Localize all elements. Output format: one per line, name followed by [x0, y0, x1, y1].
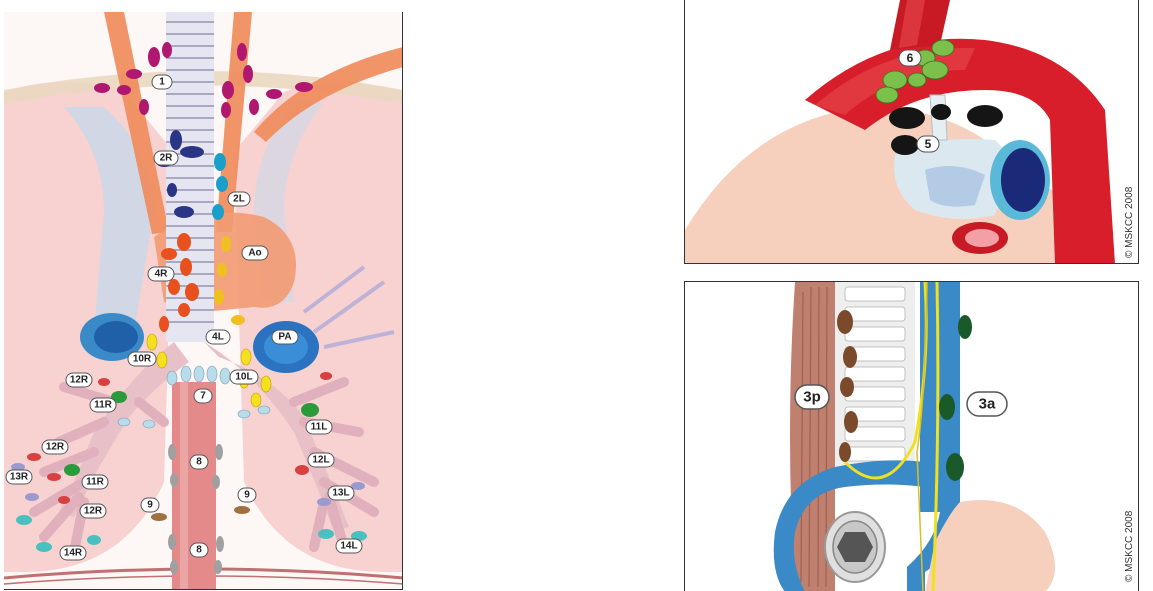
label-pulmonary-artery: PA — [278, 332, 291, 343]
aortopulmonary-diagram: 6 5 © MSKCC 2008 — [685, 0, 1139, 264]
label-station-10r: 10R — [133, 354, 152, 365]
paratracheal-panel: 3p 3a © MSKCC 2008 — [684, 281, 1139, 591]
label-station-4l: 4L — [212, 332, 224, 343]
label-station-8-lower: 8 — [196, 545, 202, 556]
label-station-2r: 2R — [160, 153, 174, 164]
copyright-top: © MSKCC 2008 — [1124, 186, 1135, 258]
label-station-11l: 11L — [311, 422, 328, 433]
label-aorta: Ao — [248, 248, 261, 259]
label-station-7: 7 — [200, 391, 206, 402]
label-station-11r-lower: 11R — [86, 477, 105, 488]
mediastinal-diagram: 1 2R 2L Ao 4R 4L PA 10R 10L 7 12R 11R 12… — [4, 12, 403, 590]
label-station-9-right: 9 — [147, 500, 153, 511]
label-station-6: 6 — [907, 51, 914, 65]
copyright-bottom: © MSKCC 2008 — [1124, 510, 1135, 582]
label-station-14r: 14R — [64, 548, 83, 559]
label-station-8-upper: 8 — [196, 457, 202, 468]
label-station-12r-mid: 12R — [46, 442, 65, 453]
label-station-1: 1 — [159, 77, 165, 88]
paratracheal-diagram: 3p 3a © MSKCC 2008 — [685, 282, 1139, 591]
label-station-13l: 13L — [332, 488, 349, 499]
aortopulmonary-panel: 6 5 © MSKCC 2008 — [684, 0, 1139, 264]
label-station-12r-lower: 12R — [84, 506, 103, 517]
label-station-13r: 13R — [10, 472, 29, 483]
label-station-10l: 10L — [235, 372, 252, 383]
label-station-4r: 4R — [155, 269, 169, 280]
esophagus — [172, 382, 216, 590]
label-station-2l: 2L — [233, 194, 245, 205]
label-station-5: 5 — [925, 137, 932, 151]
mediastinal-overview-panel: 1 2R 2L Ao 4R 4L PA 10R 10L 7 12R 11R 12… — [4, 12, 403, 590]
label-station-11r-upper: 11R — [94, 400, 113, 411]
label-station-3a: 3a — [979, 396, 996, 413]
label-station-9-left: 9 — [244, 490, 250, 501]
label-station-3p: 3p — [803, 389, 821, 406]
label-station-12r-upper: 12R — [70, 375, 89, 386]
label-station-14l: 14L — [340, 541, 357, 552]
label-station-12l: 12L — [312, 455, 329, 466]
